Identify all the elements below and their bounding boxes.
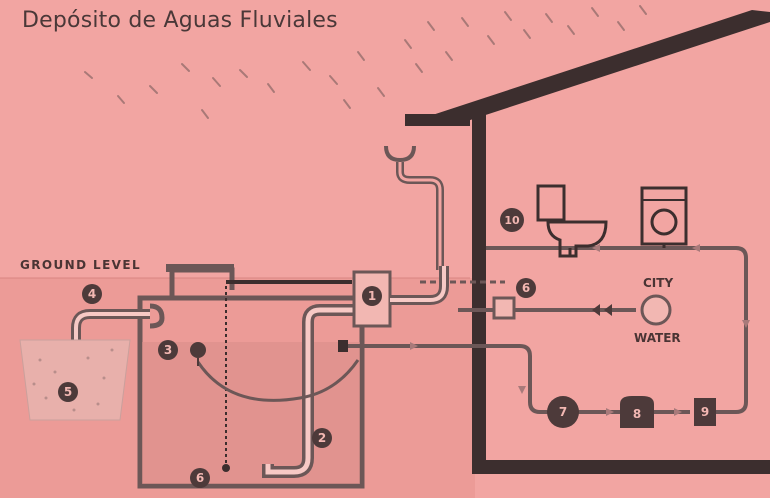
tank-water xyxy=(142,342,360,484)
marker-1: 1 xyxy=(362,286,382,306)
gravel-texture xyxy=(32,348,114,412)
diagram-title: Depósito de Aguas Fluviales xyxy=(22,8,338,33)
level-sensor xyxy=(222,464,230,472)
marker-10: 10 xyxy=(500,208,524,232)
roof-gutter xyxy=(384,145,416,163)
house-floor xyxy=(472,460,770,474)
flow-arrows xyxy=(410,244,750,416)
control-unit-9 xyxy=(694,398,716,426)
water-label: WATER xyxy=(634,331,681,345)
rain-streaks xyxy=(84,5,647,119)
marker-4: 4 xyxy=(82,284,102,304)
svg-text:6: 6 xyxy=(196,471,204,485)
svg-text:10: 10 xyxy=(504,214,520,227)
svg-text:1: 1 xyxy=(368,289,376,303)
toilet-icon xyxy=(536,184,608,258)
city-label: CITY xyxy=(643,276,674,290)
filter-inlet-pipe-inner xyxy=(390,266,446,302)
svg-text:2: 2 xyxy=(318,431,326,445)
marker-5: 5 xyxy=(58,382,78,402)
overflow-siphon xyxy=(149,303,165,329)
ground-level-label: GROUND LEVEL xyxy=(20,258,141,272)
flow-arrow xyxy=(604,304,612,316)
svg-text:8: 8 xyxy=(633,407,641,421)
floating-filter xyxy=(190,342,206,358)
flow-arrow xyxy=(592,304,600,316)
house-roof xyxy=(405,10,770,124)
marker-9: 9 xyxy=(701,405,709,419)
inlet-pipe-inner xyxy=(265,307,355,475)
marker-6-valve: 6 xyxy=(516,278,536,298)
pump-outlet xyxy=(338,340,348,352)
roof-eave xyxy=(405,114,470,126)
pump-7 xyxy=(547,396,579,428)
marker-3: 3 xyxy=(158,340,178,360)
svg-text:3: 3 xyxy=(164,343,172,357)
overflow-pipe-inner xyxy=(74,312,150,348)
marker-2: 2 xyxy=(312,428,332,448)
suction-hose xyxy=(196,359,360,402)
storage-tank xyxy=(137,295,365,489)
filter-box xyxy=(352,270,392,328)
pump-line xyxy=(344,344,548,414)
marker-8: 8 xyxy=(633,407,641,421)
svg-text:7: 7 xyxy=(559,405,567,419)
infiltration-pit xyxy=(19,339,131,421)
svg-text:5: 5 xyxy=(64,385,72,399)
svg-text:9: 9 xyxy=(701,405,709,419)
city-water-source xyxy=(640,294,672,326)
house-supply-line xyxy=(486,246,748,414)
svg-text:6: 6 xyxy=(522,281,530,295)
house-wall xyxy=(472,114,486,474)
svg-text:4: 4 xyxy=(88,287,96,301)
marker-7: 7 xyxy=(559,405,567,419)
tank-lid xyxy=(166,264,234,272)
pressure-tank-8 xyxy=(620,396,654,428)
downspout-inner xyxy=(398,162,442,270)
marker-6-tank: 6 xyxy=(190,468,210,488)
backflow-valve xyxy=(492,296,516,320)
